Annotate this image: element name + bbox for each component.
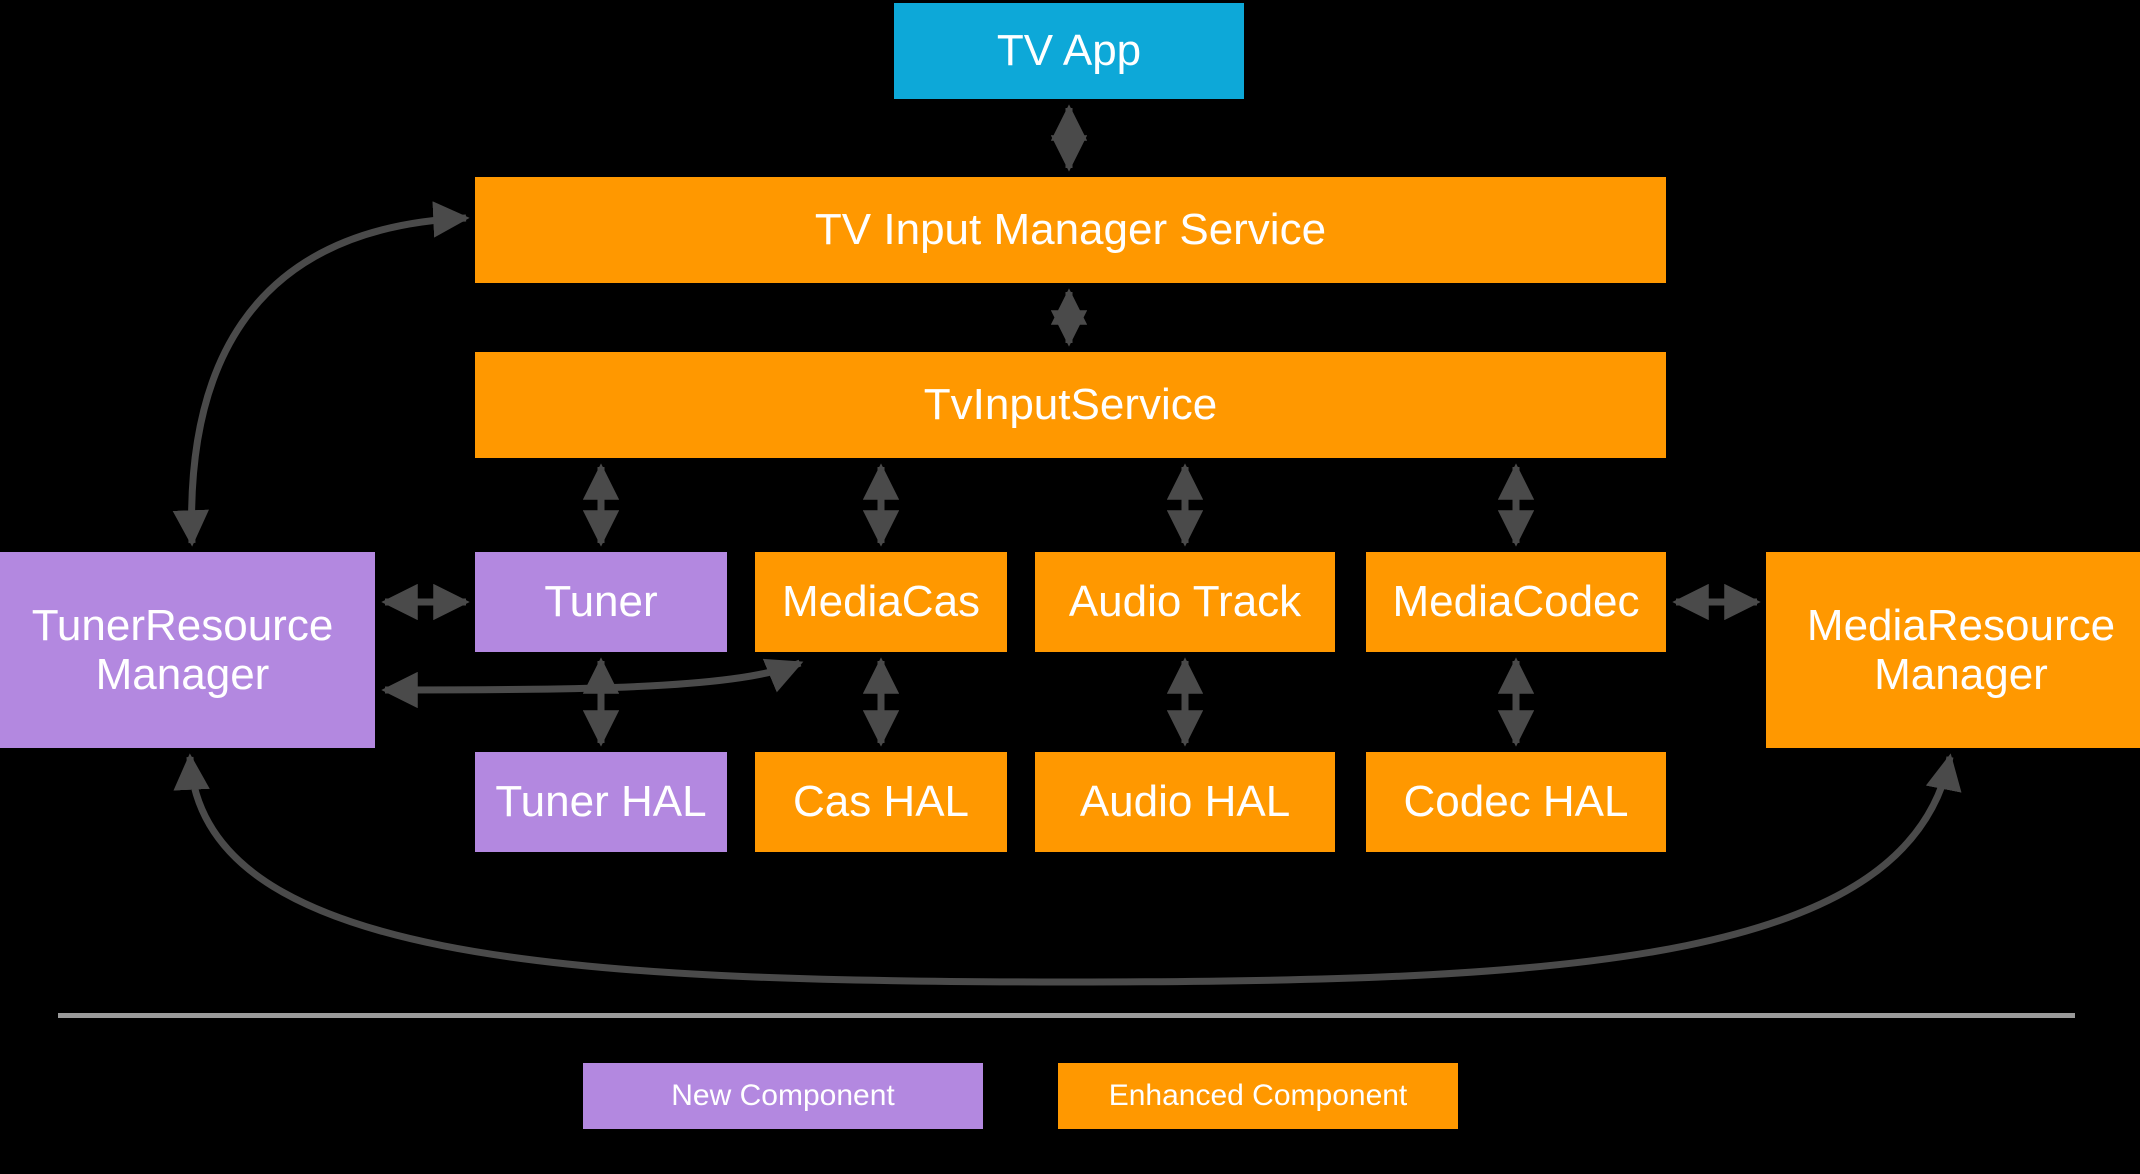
node-audio-hal[interactable]: Audio HAL [1035, 752, 1335, 852]
legend-enhanced-component: Enhanced Component [1058, 1063, 1458, 1129]
node-cas-hal[interactable]: Cas HAL [755, 752, 1007, 852]
node-media-resource-manager[interactable]: MediaResource Manager [1766, 552, 2140, 748]
node-tv-input-manager-service[interactable]: TV Input Manager Service [475, 177, 1666, 283]
wire-trm-mediacas-curve [381, 658, 804, 709]
wire-trm-tims-curve [172, 201, 470, 547]
node-tuner-hal[interactable]: Tuner HAL [475, 752, 727, 852]
node-media-codec[interactable]: MediaCodec [1366, 552, 1666, 652]
node-tv-app[interactable]: TV App [894, 3, 1244, 99]
legend-separator [58, 1013, 2075, 1018]
node-codec-hal[interactable]: Codec HAL [1366, 752, 1666, 852]
node-media-cas[interactable]: MediaCas [755, 552, 1007, 652]
node-audio-track[interactable]: Audio Track [1035, 552, 1335, 652]
node-tv-input-service[interactable]: TvInputService [475, 352, 1666, 458]
node-tuner[interactable]: Tuner [475, 552, 727, 652]
legend-new-component: New Component [583, 1063, 983, 1129]
node-tuner-resource-manager[interactable]: TunerResource Manager [0, 552, 375, 748]
